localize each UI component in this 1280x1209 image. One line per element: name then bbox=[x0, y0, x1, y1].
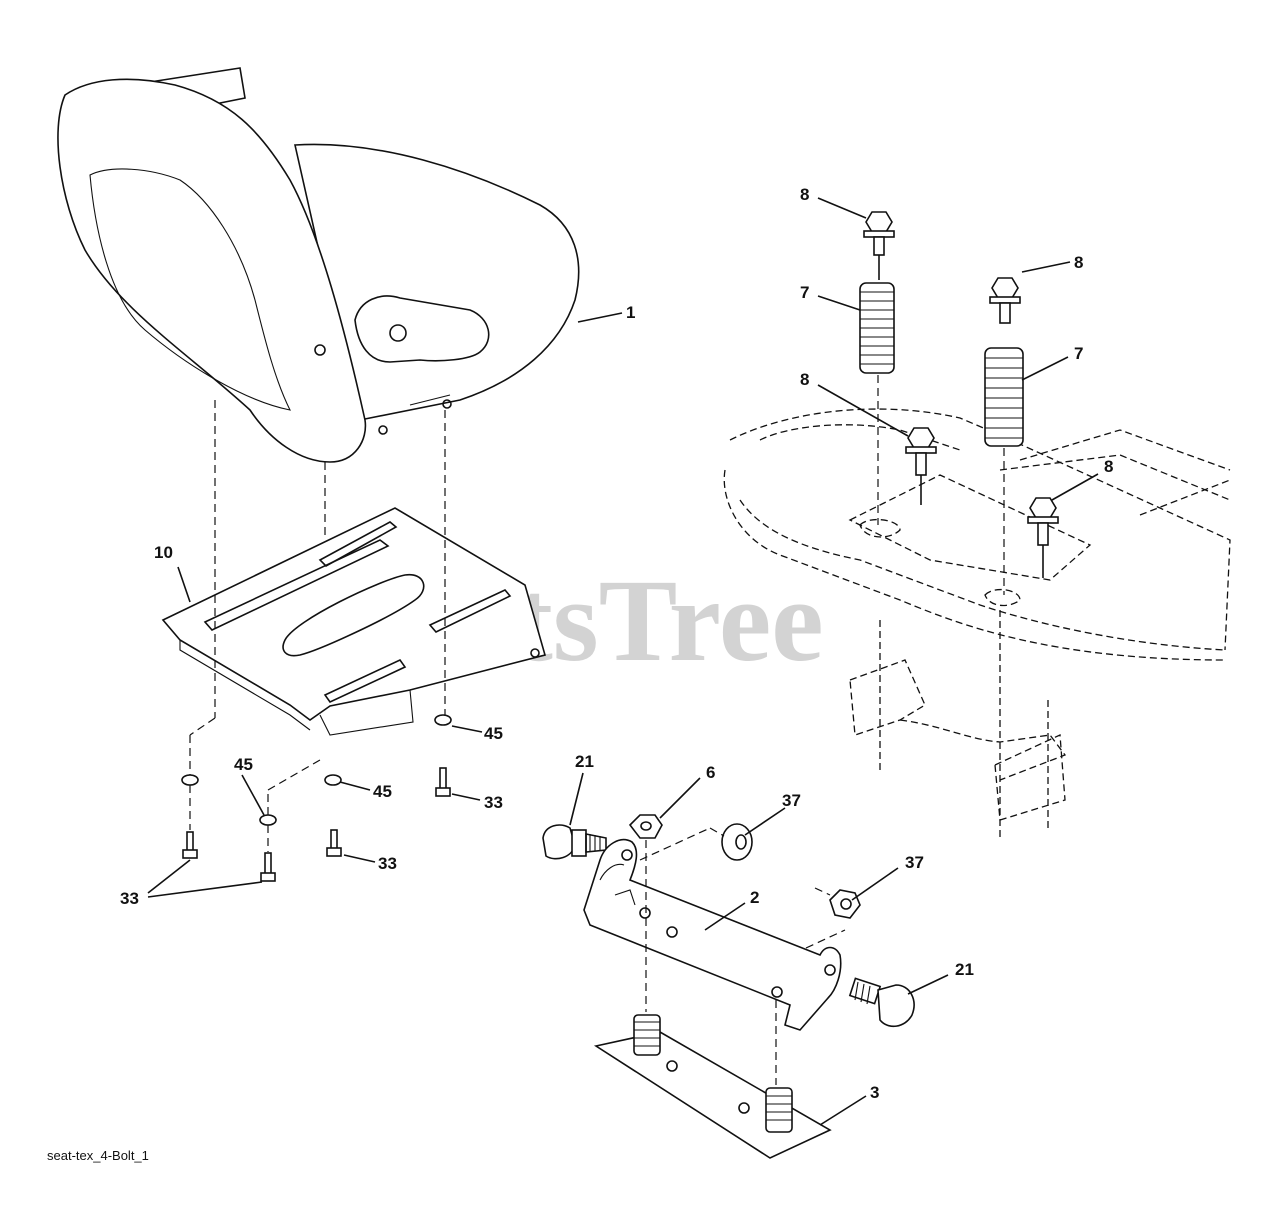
callout-washer-mid: 45 bbox=[373, 782, 392, 801]
assembly-lines-right bbox=[877, 375, 1005, 595]
callout-labels: 1 10 8 8 7 7 8 8 45 33 45 45 33 33 21 6 … bbox=[120, 185, 1113, 1102]
callout-spring-right: 7 bbox=[1074, 344, 1083, 363]
screw-33-left-b[interactable] bbox=[260, 852, 276, 882]
washer-45-mid[interactable] bbox=[259, 814, 277, 826]
seat-pan-part-10[interactable] bbox=[161, 507, 546, 736]
callout-washer-right: 45 bbox=[484, 724, 503, 743]
callout-spacer-bottom: 37 bbox=[905, 853, 924, 872]
assembly-lines-bracket bbox=[639, 827, 846, 1085]
callout-bolt-top-left: 8 bbox=[800, 185, 809, 204]
base-plate-part-3[interactable] bbox=[593, 1014, 832, 1159]
seat-part-1[interactable] bbox=[57, 67, 580, 463]
spacer-37-bottom[interactable] bbox=[829, 889, 861, 919]
callout-shoulder-bolt-left: 21 bbox=[575, 752, 594, 771]
screw-33-right[interactable] bbox=[435, 767, 451, 797]
callout-bracket: 2 bbox=[750, 888, 759, 907]
callout-base-plate: 3 bbox=[870, 1083, 879, 1102]
callout-shoulder-bolt-right: 21 bbox=[955, 960, 974, 979]
spring-7-left[interactable] bbox=[859, 282, 895, 374]
screw-33-centre[interactable] bbox=[326, 829, 342, 857]
callout-screw-left: 33 bbox=[120, 889, 139, 908]
callout-seat: 1 bbox=[626, 303, 635, 322]
callout-screw-mid: 33 bbox=[378, 854, 397, 873]
bolt-8-top-left[interactable] bbox=[863, 211, 895, 280]
shoulder-bolt-21-right[interactable] bbox=[848, 977, 915, 1028]
drawing-id-label: seat-tex_4-Bolt_1 bbox=[47, 1148, 149, 1163]
washer-45-centre[interactable] bbox=[324, 774, 342, 786]
callout-bolt-mid-left: 8 bbox=[800, 370, 809, 389]
bolt-8-mid-right[interactable] bbox=[1027, 497, 1059, 578]
callout-nut: 6 bbox=[706, 763, 715, 782]
callout-bolt-top-right: 8 bbox=[1074, 253, 1083, 272]
assembly-lines-left bbox=[189, 400, 446, 852]
callout-spacer-top: 37 bbox=[782, 791, 801, 810]
bolt-8-mid-left[interactable] bbox=[905, 427, 937, 505]
callout-bolt-mid-right: 8 bbox=[1104, 457, 1113, 476]
screw-33-left-a[interactable] bbox=[182, 831, 198, 859]
washer-45-right[interactable] bbox=[434, 714, 452, 726]
callout-screw-right: 33 bbox=[484, 793, 503, 812]
callout-seat-pan: 10 bbox=[154, 543, 173, 562]
callout-washer-left: 45 bbox=[234, 755, 253, 774]
leader-lines bbox=[147, 197, 1099, 1126]
spring-7-right[interactable] bbox=[984, 347, 1024, 447]
shoulder-bolt-21-left[interactable] bbox=[542, 824, 607, 860]
bolt-8-top-right[interactable] bbox=[989, 277, 1021, 324]
washer-45-left[interactable] bbox=[181, 774, 199, 786]
spacer-37-top[interactable] bbox=[721, 823, 753, 861]
nut-6[interactable] bbox=[628, 814, 663, 839]
callout-spring-left: 7 bbox=[800, 283, 809, 302]
bracket-part-2[interactable] bbox=[583, 838, 842, 1031]
